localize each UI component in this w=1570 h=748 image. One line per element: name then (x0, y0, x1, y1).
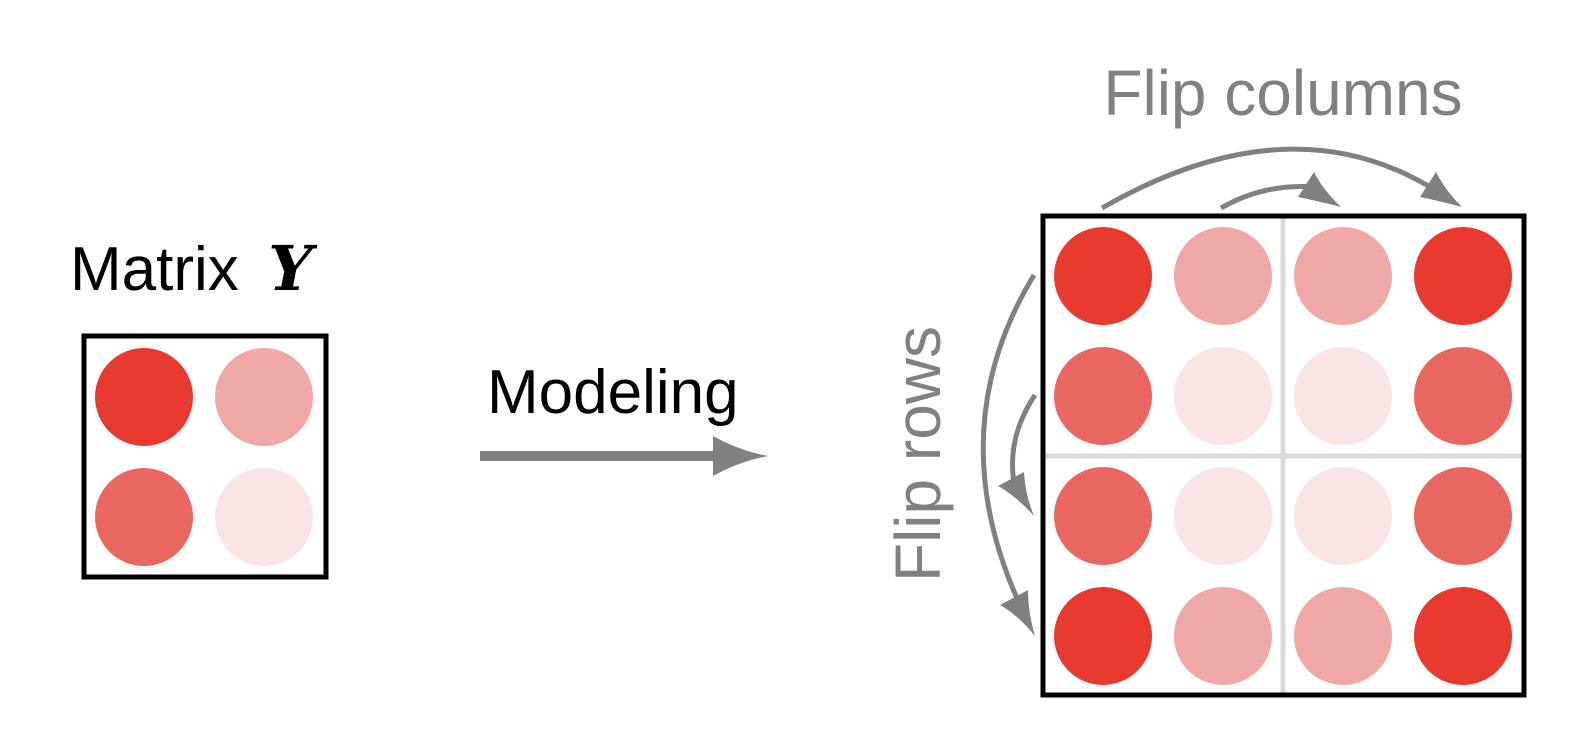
right-matrix-cell-3-3 (1414, 587, 1512, 685)
modeling-arrowhead (713, 436, 768, 476)
flip-columns-label: Flip columns (1103, 57, 1462, 129)
flip-rows-label: Flip rows (882, 326, 954, 582)
right-matrix-cell-3-0 (1054, 587, 1152, 685)
right-matrix-cell-1-1 (1174, 347, 1272, 445)
right-matrix-frame (1040, 213, 1527, 698)
left-matrix-title-symbol: Y (268, 232, 318, 305)
left-matrix-cell-1-1 (215, 468, 313, 566)
left-matrix-title: Matrix Y (70, 232, 318, 305)
flip-columns-outer-arrow (1100, 146, 1437, 211)
left-matrix-frame (81, 333, 329, 580)
flip-rows-outer-arrowhead (1000, 590, 1035, 636)
right-matrix-cell-2-1 (1174, 467, 1272, 565)
modeling-label: Modeling (487, 358, 739, 427)
flip-columns-inner-arrowhead (1298, 172, 1341, 207)
flip-rows-inner-arrowhead (998, 472, 1034, 516)
right-matrix-cell-0-1 (1174, 227, 1272, 325)
left-matrix-title-text: Matrix (70, 235, 239, 304)
left-matrix-cell-1-0 (95, 468, 193, 566)
right-matrix-cell-3-1 (1174, 587, 1272, 685)
left-matrix-cell-0-1 (215, 348, 313, 446)
right-matrix-cell-0-2 (1294, 227, 1392, 325)
right-matrix-cells (1054, 227, 1512, 685)
right-matrix-cell-2-0 (1054, 467, 1152, 565)
right-matrix-cell-2-2 (1294, 467, 1392, 565)
right-matrix-cell-2-3 (1414, 467, 1512, 565)
right-matrix-cell-3-2 (1294, 587, 1392, 685)
right-matrix-cell-0-3 (1414, 227, 1512, 325)
flip-rows-outer-arrow (980, 273, 1037, 607)
right-matrix-cell-0-0 (1054, 227, 1152, 325)
right-matrix-cell-1-2 (1294, 347, 1392, 445)
flip-columns-outer-arrowhead (1420, 172, 1462, 207)
right-matrix-cell-1-0 (1054, 347, 1152, 445)
left-matrix-cell-0-0 (95, 348, 193, 446)
left-matrix-cells (95, 348, 313, 566)
right-matrix-cell-1-3 (1414, 347, 1512, 445)
